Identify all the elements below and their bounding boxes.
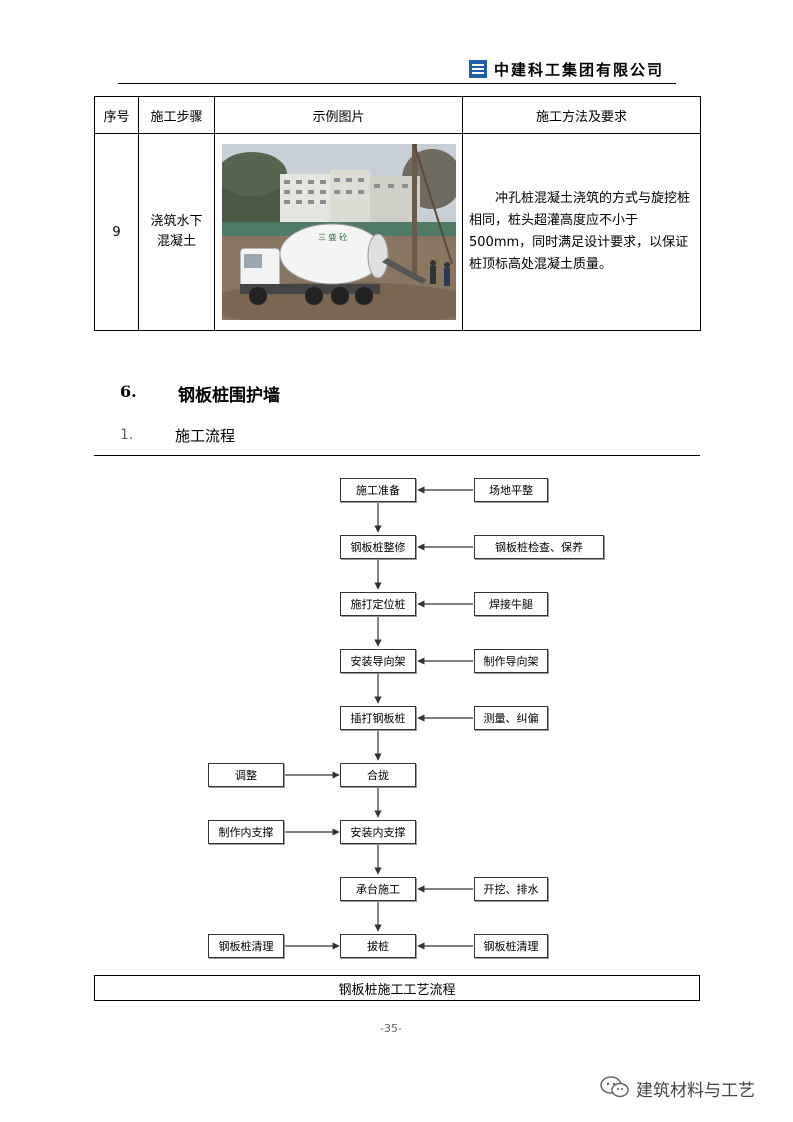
col-header-method: 施工方法及要求 (462, 96, 701, 134)
col-header-step: 施工步骤 (138, 96, 215, 134)
row-step: 浇筑水下 混凝土 (138, 133, 215, 331)
section-title: 钢板桩围护墙 (178, 386, 280, 406)
flow-step-5: 插打钢板桩 (340, 706, 416, 730)
flow-input-left-2: 制作内支撑 (208, 820, 284, 844)
watermark-text: 建筑材料与工艺 (636, 1081, 755, 1101)
flow-input-right-1: 场地平整 (474, 478, 548, 502)
flow-step-6: 合拢 (340, 763, 416, 787)
row-step-line1: 浇筑水下 (150, 214, 203, 229)
flow-step-8: 承台施工 (340, 877, 416, 901)
company-name: 中建科工集团有限公司 (494, 61, 665, 79)
flow-input-right-3: 焊接牛腿 (474, 592, 548, 616)
row-method: 冲孔桩混凝土浇筑的方式与旋挖桩相同，桩头超灌高度应不小于500mm，同时满足设计… (462, 133, 701, 331)
page-number: -35- (380, 1022, 402, 1035)
truck-logo-text: 三 盛 砼 (318, 232, 347, 242)
wechat-icon (600, 1076, 629, 1098)
flow-step-9: 拔桩 (340, 934, 416, 958)
flow-input-right-2: 钢板桩检查、保养 (474, 535, 604, 559)
row-photo-cell: 三 盛 砼 (214, 133, 463, 331)
flow-input-right-7: 钢板桩清理 (474, 934, 548, 958)
flowchart-caption: 钢板桩施工工艺流程 (94, 975, 700, 1001)
col-header-number: 序号 (94, 96, 139, 134)
row-number: 9 (94, 133, 139, 331)
row-method-text: 冲孔桩混凝土浇筑的方式与旋挖桩相同，桩头超灌高度应不小于500mm，同时满足设计… (469, 191, 691, 272)
concrete-pour-photo: 三 盛 砼 (221, 144, 456, 320)
flow-input-left-3: 钢板桩清理 (208, 934, 284, 958)
table-row: 9 浇筑水下 混凝土 (94, 133, 701, 331)
company-logo-icon (469, 60, 487, 78)
row-step-line2: 混凝土 (156, 234, 196, 249)
flow-step-4: 安装导向架 (340, 649, 416, 673)
flow-step-2: 钢板桩整修 (340, 535, 416, 559)
flow-input-right-5: 测量、纠偏 (474, 706, 548, 730)
flow-step-3: 施打定位桩 (340, 592, 416, 616)
flow-step-1: 施工准备 (340, 478, 416, 502)
header-rule (118, 83, 676, 84)
flow-input-right-4: 制作导向架 (474, 649, 548, 673)
col-header-photo: 示例图片 (214, 96, 463, 134)
construction-step-table: 序号 施工步骤 示例图片 施工方法及要求 9 浇筑水下 混凝土 (94, 96, 701, 331)
flow-input-left-1: 调整 (208, 763, 284, 787)
subsection-rule (94, 455, 700, 456)
flow-input-right-6: 开挖、排水 (474, 877, 548, 901)
subsection-title: 施工流程 (175, 427, 236, 445)
section-number: 6. (120, 382, 137, 401)
flow-step-7: 安装内支撑 (340, 820, 416, 844)
subsection-number: 1. (120, 427, 134, 443)
